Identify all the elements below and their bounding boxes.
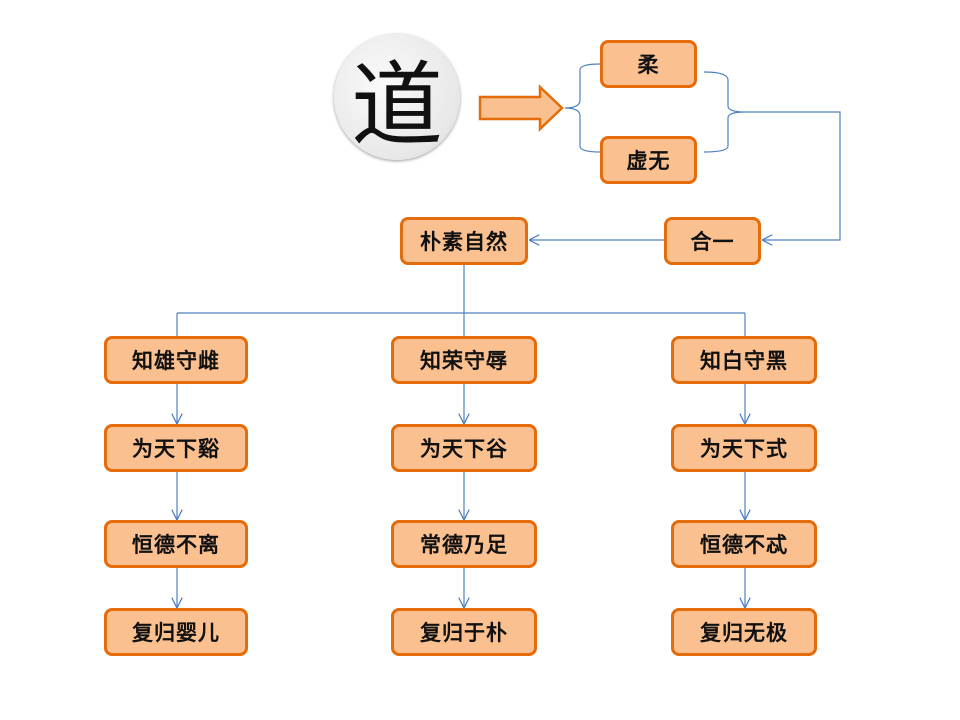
brace-to-heyi <box>745 111 841 240</box>
node-c3-r1: 知白守黑 <box>671 336 817 384</box>
node-pusu: 朴素自然 <box>400 217 528 265</box>
pusu-branch <box>176 264 746 336</box>
node-c2-r3: 常德乃足 <box>391 520 537 568</box>
node-c1-r2: 为天下谿 <box>104 424 248 472</box>
node-c2-r2: 为天下谷 <box>391 424 537 472</box>
node-rou: 柔 <box>600 40 697 88</box>
dao-logo: 道 <box>334 34 460 160</box>
node-c3-r2: 为天下式 <box>671 424 817 472</box>
left-brace <box>564 63 601 153</box>
node-c1-r3: 恒德不离 <box>104 520 248 568</box>
node-c1-r4: 复归婴儿 <box>104 608 248 656</box>
right-brace <box>703 71 746 153</box>
node-heyi: 合一 <box>664 217 761 265</box>
node-c2-r4: 复归于朴 <box>391 608 537 656</box>
block-arrow <box>478 84 564 132</box>
node-c1-r1: 知雄守雌 <box>104 336 248 384</box>
node-c2-r1: 知荣守辱 <box>391 336 537 384</box>
node-c3-r3: 恒德不忒 <box>671 520 817 568</box>
node-xuwu: 虚无 <box>600 136 697 184</box>
node-c3-r4: 复归无极 <box>671 608 817 656</box>
